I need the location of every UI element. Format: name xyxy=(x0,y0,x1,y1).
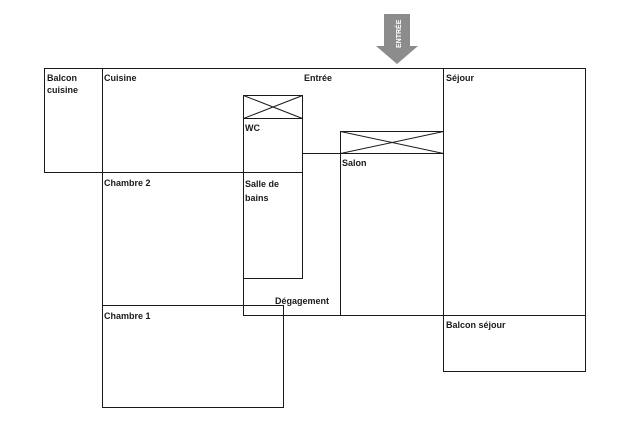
label-chambre2: Chambre 2 xyxy=(104,178,151,188)
label-sejour: Séjour xyxy=(446,73,475,83)
label-cuisine: Cuisine xyxy=(104,73,137,83)
label-wc: WC xyxy=(245,123,260,133)
label-balcon-sejour: Balcon séjour xyxy=(446,320,506,330)
label-degagement: Dégagement xyxy=(275,296,330,306)
room-chambre1 xyxy=(102,305,284,408)
label-chambre1: Chambre 1 xyxy=(104,311,151,321)
label-entree: Entrée xyxy=(304,73,333,83)
label-salle-de-bains: Salle de bains xyxy=(245,179,280,203)
entrance-label: ENTRÉE xyxy=(394,19,403,48)
room-balcon-sejour xyxy=(443,315,586,372)
entrance-arrow-icon: ENTRÉE xyxy=(376,14,418,64)
room-sejour xyxy=(443,68,586,316)
label-balcon-cuisine: Balcon cuisine xyxy=(47,73,79,95)
room-wc-bath xyxy=(243,118,303,279)
label-salon: Salon xyxy=(342,158,367,168)
